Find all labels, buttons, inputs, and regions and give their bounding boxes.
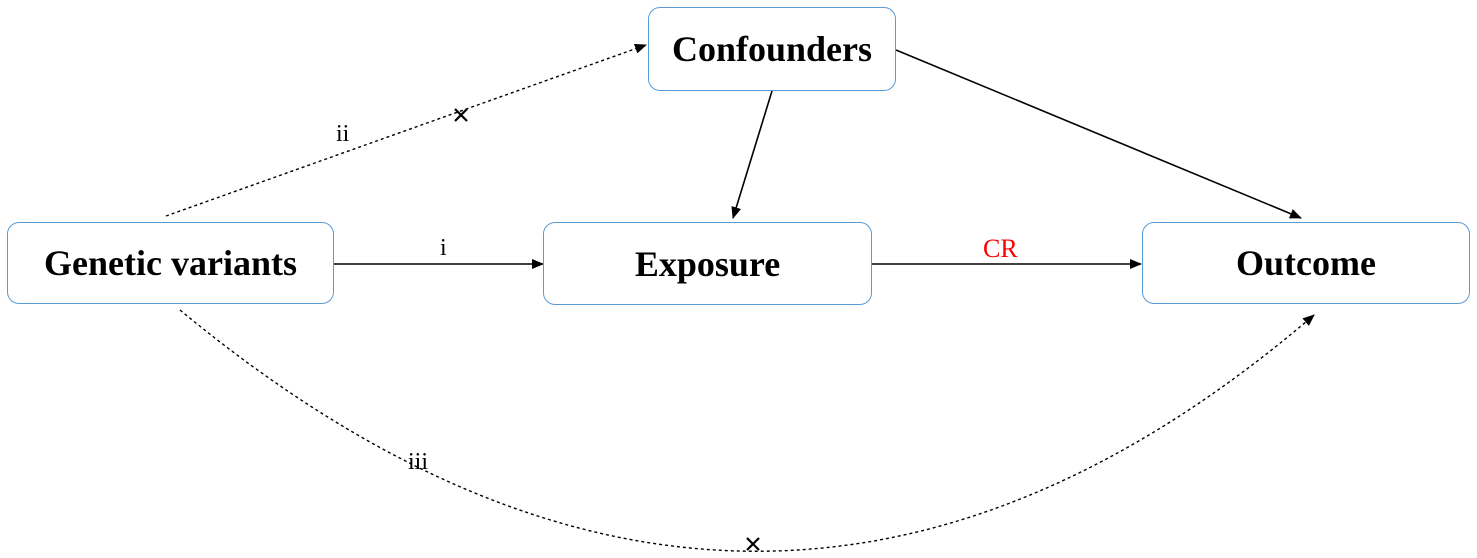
edge-confounders-to-exposure [731, 90, 773, 219]
edge-label-ii: ii [336, 121, 350, 147]
confounders-node: Confounders [648, 7, 896, 91]
edge-label-iii: iii [408, 449, 429, 475]
edge-ii-genetic-to-confounders [165, 43, 647, 217]
edge-label-cr: CR [983, 234, 1018, 263]
x-mark-icon [746, 537, 760, 551]
outcome-label: Outcome [1236, 243, 1376, 283]
genetic-variants-node: Genetic variants [7, 222, 334, 304]
edge-iii-genetic-to-outcome [179, 309, 1315, 552]
edge-label-i: i [440, 235, 447, 261]
outcome-node: Outcome [1142, 222, 1470, 304]
edge-confounders-to-outcome [895, 49, 1302, 219]
genetic-variants-label: Genetic variants [44, 243, 297, 283]
x-mark-icon [454, 108, 468, 122]
exposure-label: Exposure [634, 243, 781, 284]
exposure-node: Exposure [543, 222, 872, 305]
confounders-label: Confounders [671, 29, 873, 69]
